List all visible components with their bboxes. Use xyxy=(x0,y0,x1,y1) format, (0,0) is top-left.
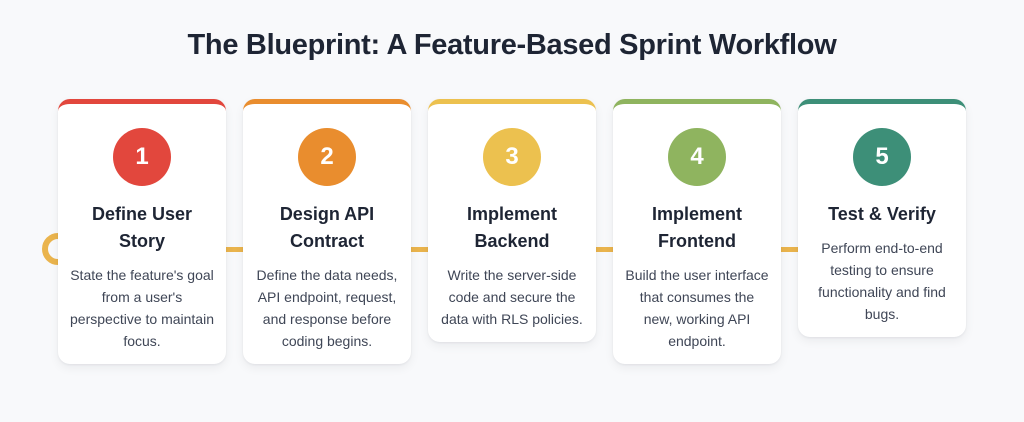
step-description: Write the server-side code and secure th… xyxy=(441,267,583,327)
step-title: Implement Backend xyxy=(466,204,558,251)
step-card-list: 1 Define User Story State the feature's … xyxy=(58,99,966,364)
step-number-badge: 1 xyxy=(113,128,171,186)
step-description: Define the data needs, API endpoint, req… xyxy=(256,267,398,349)
step-title: Define User Story xyxy=(91,204,193,251)
step-description: Build the user interface that consumes t… xyxy=(625,267,769,349)
step-number: 3 xyxy=(505,143,519,170)
step-number-badge: 3 xyxy=(483,128,541,186)
step-number: 2 xyxy=(320,143,334,170)
step-description: Perform end-to-end testing to ensure fun… xyxy=(818,240,946,322)
step-card: 1 Define User Story State the feature's … xyxy=(58,99,226,364)
step-title: Implement Frontend xyxy=(651,204,743,251)
step-title: Test & Verify xyxy=(828,204,936,224)
step-card: 2 Design API Contract Define the data ne… xyxy=(243,99,411,364)
page-title: The Blueprint: A Feature-Based Sprint Wo… xyxy=(187,29,837,61)
workflow-diagram: 1 Define User Story State the feature's … xyxy=(42,99,966,364)
step-description: State the feature's goal from a user's p… xyxy=(70,267,214,349)
step-title: Design API Contract xyxy=(279,204,375,251)
step-number: 1 xyxy=(135,143,149,170)
step-number-badge: 2 xyxy=(298,128,356,186)
step-card: 5 Test & Verify Perform end-to-end testi… xyxy=(798,99,966,337)
step-card: 4 Implement Frontend Build the user inte… xyxy=(613,99,781,364)
step-number-badge: 5 xyxy=(853,128,911,186)
step-number: 4 xyxy=(690,143,704,170)
step-number-badge: 4 xyxy=(668,128,726,186)
step-number: 5 xyxy=(875,143,889,170)
step-card: 3 Implement Backend Write the server-sid… xyxy=(428,99,596,342)
